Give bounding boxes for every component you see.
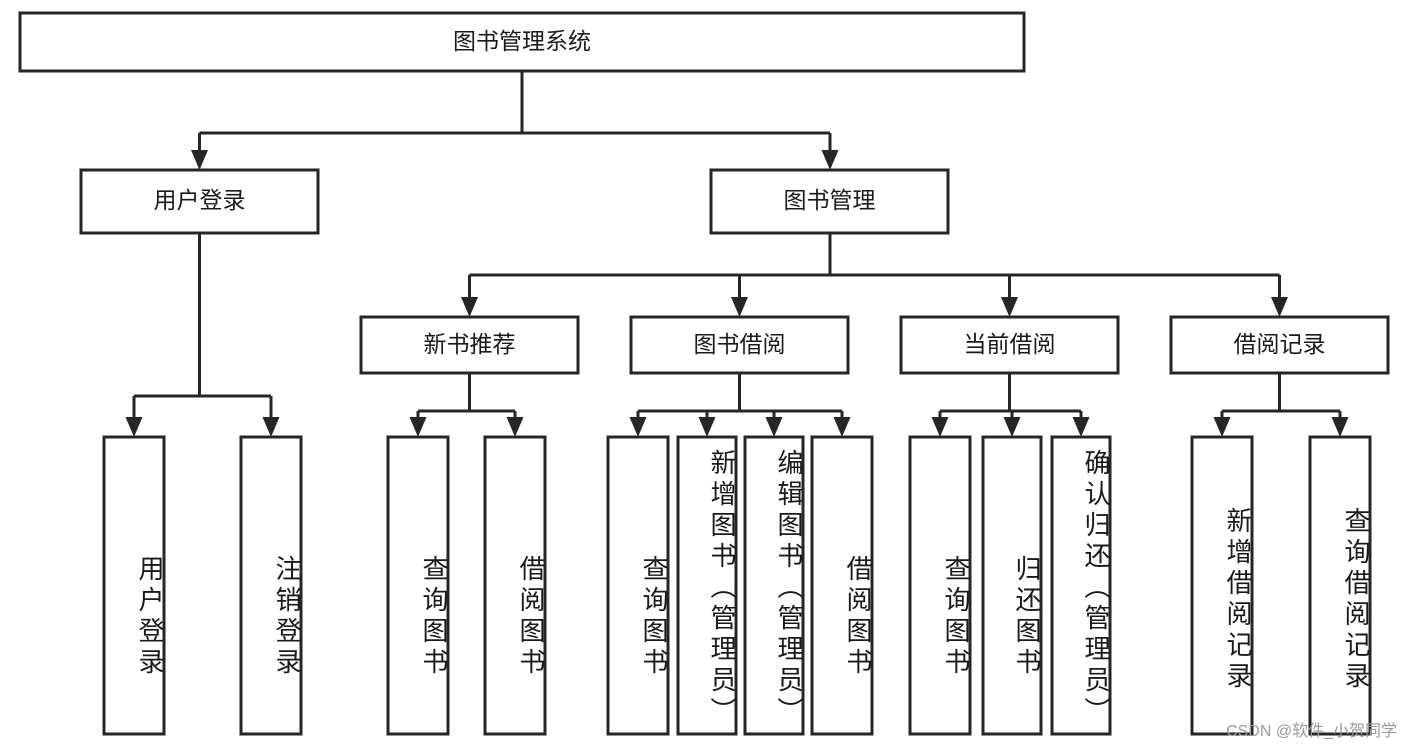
node-borrow-record-label: 借阅记录: [1234, 331, 1326, 357]
node-user-login-label: 用户登录: [154, 187, 246, 213]
connector-borrow-record-to-leaves: [1213, 373, 1349, 437]
leaf-box-borrow-book[interactable]: [810, 435, 874, 736]
node-new-book-recommend-label: 新书推荐: [424, 331, 516, 357]
connector-book-borrow-to-leaves: [629, 373, 851, 437]
leaf-box-logout-login[interactable]: [239, 435, 303, 736]
leaf-box-query-book-current[interactable]: [908, 435, 972, 736]
node-root-label: 图书管理系统: [453, 28, 591, 54]
csdn-watermark: CSDN @软件_小贺同学: [1226, 723, 1397, 740]
node-user-login[interactable]: 用户登录: [79, 168, 320, 235]
leaf-box-return-book[interactable]: [981, 435, 1043, 736]
connector-root-to-level2: [191, 71, 839, 170]
node-current-borrow[interactable]: 当前借阅: [899, 315, 1120, 375]
leaf-box-confirm-return-admin[interactable]: [1050, 435, 1112, 736]
leaf-box-query-borrow-record[interactable]: [1308, 435, 1372, 736]
node-new-book-recommend[interactable]: 新书推荐: [359, 315, 580, 375]
connector-current-borrow-to-leaves: [931, 373, 1090, 437]
connector-user-login-to-leaves: [125, 233, 280, 437]
leaf-box-add-borrow-record[interactable]: [1190, 435, 1254, 736]
connector-new-book-recommend-to-leaves: [409, 373, 524, 437]
leaf-box-query-book-borrow[interactable]: [606, 435, 670, 736]
node-current-borrow-label: 当前借阅: [964, 331, 1056, 357]
leaf-boxes: [102, 435, 1372, 736]
node-book-management-label: 图书管理: [784, 187, 876, 213]
leaf-box-edit-book-admin[interactable]: [743, 435, 805, 736]
connector-book-management-to-level3: [461, 233, 1288, 317]
leaf-box-add-book-admin[interactable]: [676, 435, 738, 736]
leaf-box-query-book-recommend[interactable]: [386, 435, 450, 736]
node-book-borrow[interactable]: 图书借阅: [629, 315, 850, 375]
node-book-borrow-label: 图书借阅: [694, 331, 786, 357]
node-book-management[interactable]: 图书管理: [709, 168, 950, 235]
leaf-box-user-login[interactable]: [102, 435, 166, 736]
leaf-box-borrow-book-recommend[interactable]: [483, 435, 547, 736]
node-root[interactable]: 图书管理系统: [18, 11, 1026, 73]
node-borrow-record[interactable]: 借阅记录: [1169, 315, 1390, 375]
